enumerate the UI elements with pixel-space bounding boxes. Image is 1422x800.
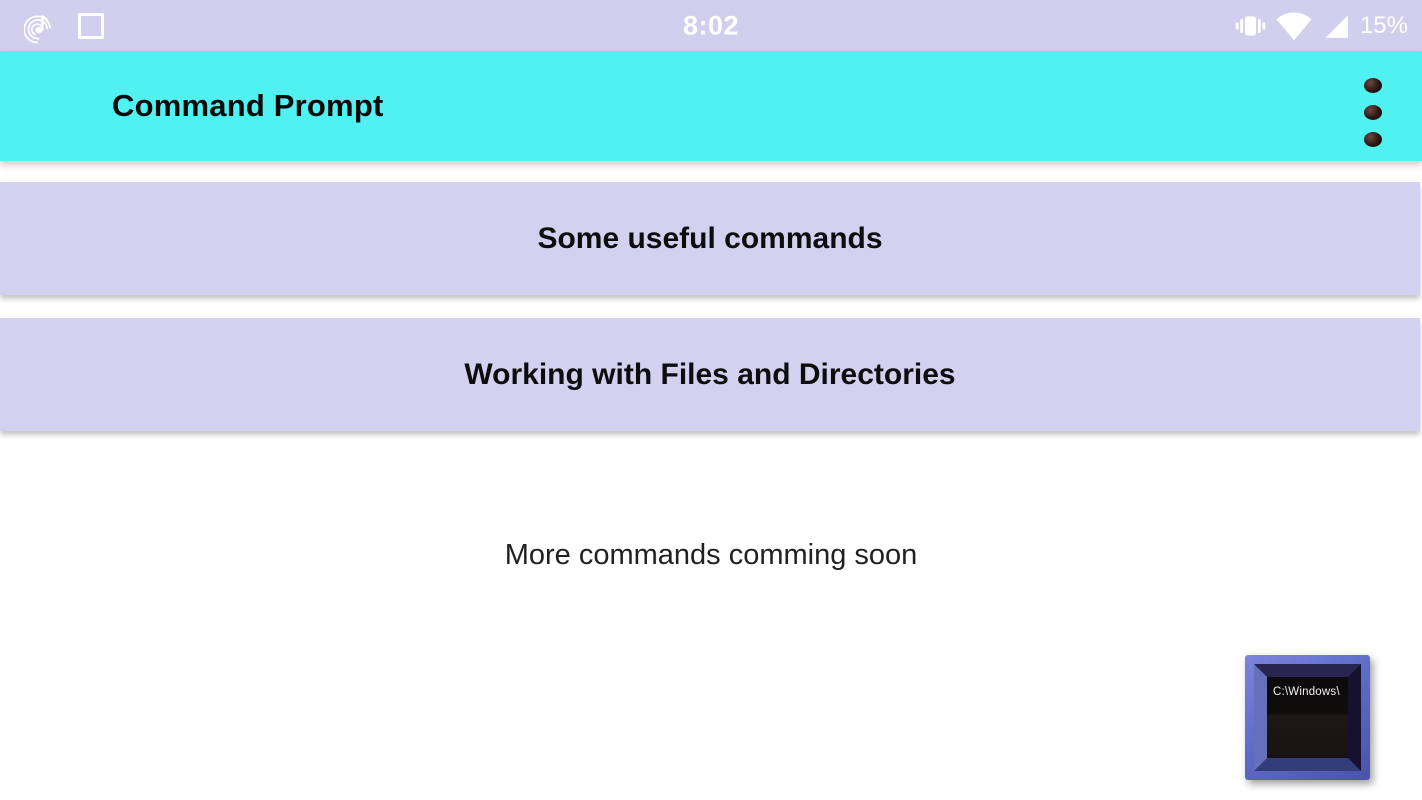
status-bar-clock: 8:02	[682, 10, 740, 40]
fab-screen-text: C:\Windows\	[1273, 686, 1340, 698]
square-notification-icon	[78, 12, 104, 39]
status-bar-notification-icons	[24, 0, 104, 51]
command-prompt-fab-button[interactable]: C:\Windows\	[1245, 655, 1370, 780]
overflow-menu-button[interactable]	[1362, 76, 1384, 149]
battery-percent-label: 15%	[1359, 11, 1408, 39]
overflow-dot-icon	[1364, 78, 1382, 93]
status-bar: 8:02 15%	[0, 0, 1422, 51]
menu-item-label: Some useful commands	[537, 221, 883, 255]
coming-soon-note: More commands comming soon	[504, 539, 918, 571]
music-note-icon	[24, 8, 58, 44]
vibrate-icon	[1234, 11, 1267, 41]
app-bar: Command Prompt	[0, 51, 1422, 161]
wifi-icon	[1276, 11, 1312, 41]
page-title: Command Prompt	[112, 88, 384, 123]
overflow-dot-icon	[1364, 105, 1382, 120]
cell-signal-icon	[1321, 11, 1351, 41]
menu-item-label: Working with Files and Directories	[464, 357, 956, 391]
menu-item-some-useful-commands[interactable]: Some useful commands	[0, 182, 1420, 295]
status-bar-system-icons: 15%	[1234, 0, 1408, 51]
command-prompt-window-icon: C:\Windows\	[1254, 664, 1361, 771]
menu-item-working-with-files-and-directories[interactable]: Working with Files and Directories	[0, 318, 1420, 431]
overflow-dot-icon	[1364, 132, 1382, 147]
